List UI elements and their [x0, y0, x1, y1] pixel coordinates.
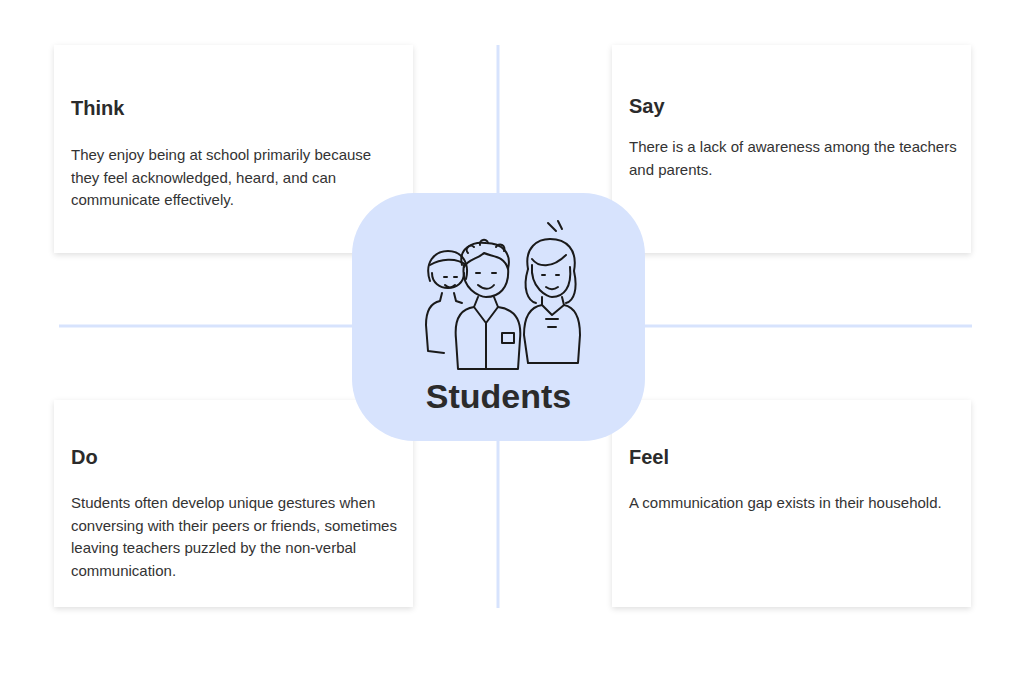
figure-stroke [532, 265, 570, 297]
quadrant-heading: Do [71, 445, 396, 469]
persona-box: Students [352, 193, 645, 441]
figure-stroke [426, 293, 444, 353]
figure-stroke [476, 273, 496, 289]
figure-stroke [524, 297, 580, 363]
quadrant-heading: Say [629, 94, 954, 118]
figure-stroke [526, 269, 536, 303]
quadrant-body: Students often develop unique gestures w… [71, 492, 401, 582]
figure-stroke [548, 221, 562, 231]
figure-stroke [463, 265, 508, 297]
quadrant-body: A communication gap exists in their hous… [629, 492, 959, 515]
figure-stroke [444, 277, 457, 287]
figure-stroke [454, 293, 462, 303]
quadrant-body: They enjoy being at school primarily bec… [71, 144, 401, 212]
figure-stroke [456, 297, 521, 369]
figure-stroke [502, 333, 514, 343]
figure-stroke [432, 273, 464, 288]
quadrant-card: Feel A communication gap exists in their … [612, 400, 971, 607]
figure-stroke [542, 305, 564, 327]
figure-stroke [474, 307, 498, 369]
figure-stroke [467, 240, 505, 253]
figure-stroke [532, 255, 566, 265]
quadrant-card: ThinkThey enjoy being at school primaril… [54, 45, 413, 253]
quadrant-heading: Think [71, 96, 396, 120]
persona-label: Students [352, 376, 645, 416]
quadrant-body: There is a lack of awareness among the t… [629, 136, 959, 181]
quadrant-card: SayThere is a lack of awareness among th… [612, 45, 971, 253]
figure-stroke [527, 239, 575, 303]
quadrant-heading: Feel [629, 445, 954, 469]
quadrant-card: DoStudents often develop unique gestures… [54, 400, 413, 607]
figure-stroke [542, 275, 559, 289]
